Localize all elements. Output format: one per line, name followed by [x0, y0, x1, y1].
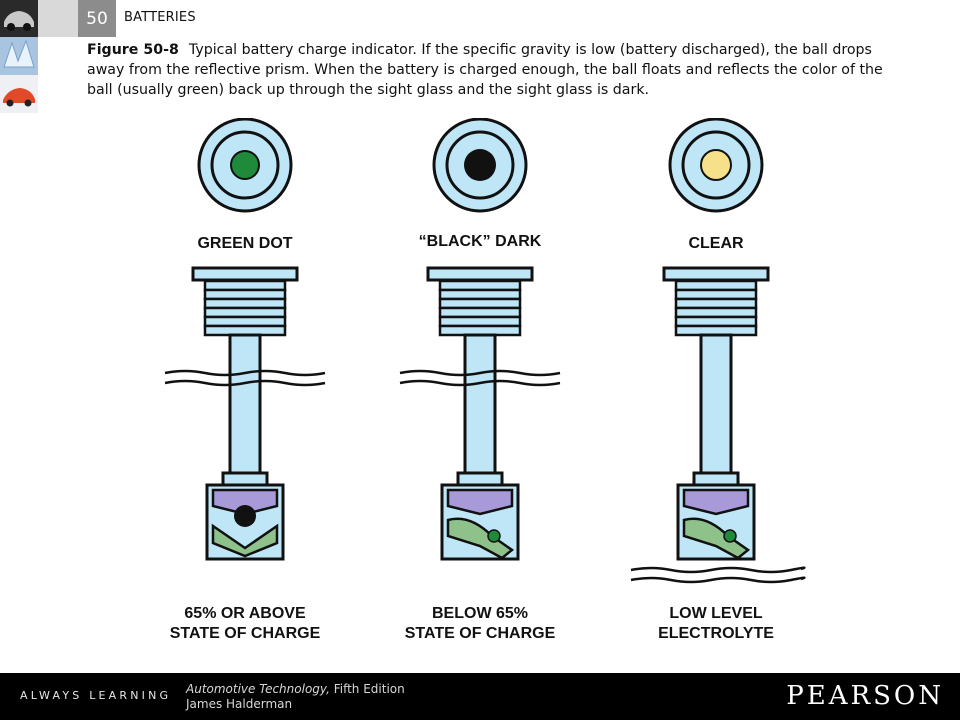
- indicator-status-2-line1: BELOW 65%: [432, 605, 528, 622]
- indicator-status-3-line1: LOW LEVEL: [669, 605, 763, 622]
- indicator-label-black-dark: “BLACK” DARK: [419, 233, 542, 250]
- indicator-status-1-line2: STATE OF CHARGE: [170, 625, 321, 642]
- book-citation: Automotive Technology, Fifth Edition Jam…: [186, 682, 405, 712]
- black-dot-icon: [464, 149, 496, 181]
- book-author: James Halderman: [186, 697, 293, 711]
- indicator-status-1-line1: 65% OR ABOVE: [184, 605, 306, 622]
- thumbnail-car-gray: [0, 0, 38, 37]
- indicator-status-3-line2: ELECTROLYTE: [658, 625, 774, 642]
- thumbnail-car-red: [0, 75, 38, 113]
- chapter-number-badge: 50: [78, 0, 116, 37]
- figure-label: Figure 50-8: [87, 42, 179, 58]
- header-gray-block: [38, 0, 78, 37]
- publisher-logo: PEARSON: [786, 681, 944, 711]
- thumbnail-crystal: [0, 37, 38, 75]
- indicator-label-green-dot: GREEN DOT: [197, 235, 292, 252]
- chapter-title: BATTERIES: [124, 10, 196, 25]
- indicator-label-clear: CLEAR: [688, 235, 744, 252]
- charge-indicator-diagram: GREEN DOT 65% OR ABOVE STATE OF CHARGE “…: [164, 118, 806, 642]
- footer-tagline: ALWAYS LEARNING: [20, 689, 172, 702]
- footer-bar: ALWAYS LEARNING Automotive Technology, F…: [0, 673, 960, 720]
- indicator-status-2-line2: STATE OF CHARGE: [405, 625, 556, 642]
- book-title: Automotive Technology,: [186, 682, 330, 696]
- figure-caption-text: Typical battery charge indicator. If the…: [87, 42, 883, 98]
- indicator-clear: CLEAR LOW LEVEL ELECTROLYTE: [630, 118, 806, 642]
- indicator-green-dot: GREEN DOT 65% OR ABOVE STATE OF CHARGE: [164, 118, 326, 642]
- indicator-black-dark: “BLACK” DARK BELOW 65% STATE OF CHARGE: [399, 118, 561, 642]
- clear-dot-icon: [700, 149, 732, 181]
- book-edition: Fifth Edition: [329, 682, 405, 696]
- green-dot-icon: [230, 150, 260, 180]
